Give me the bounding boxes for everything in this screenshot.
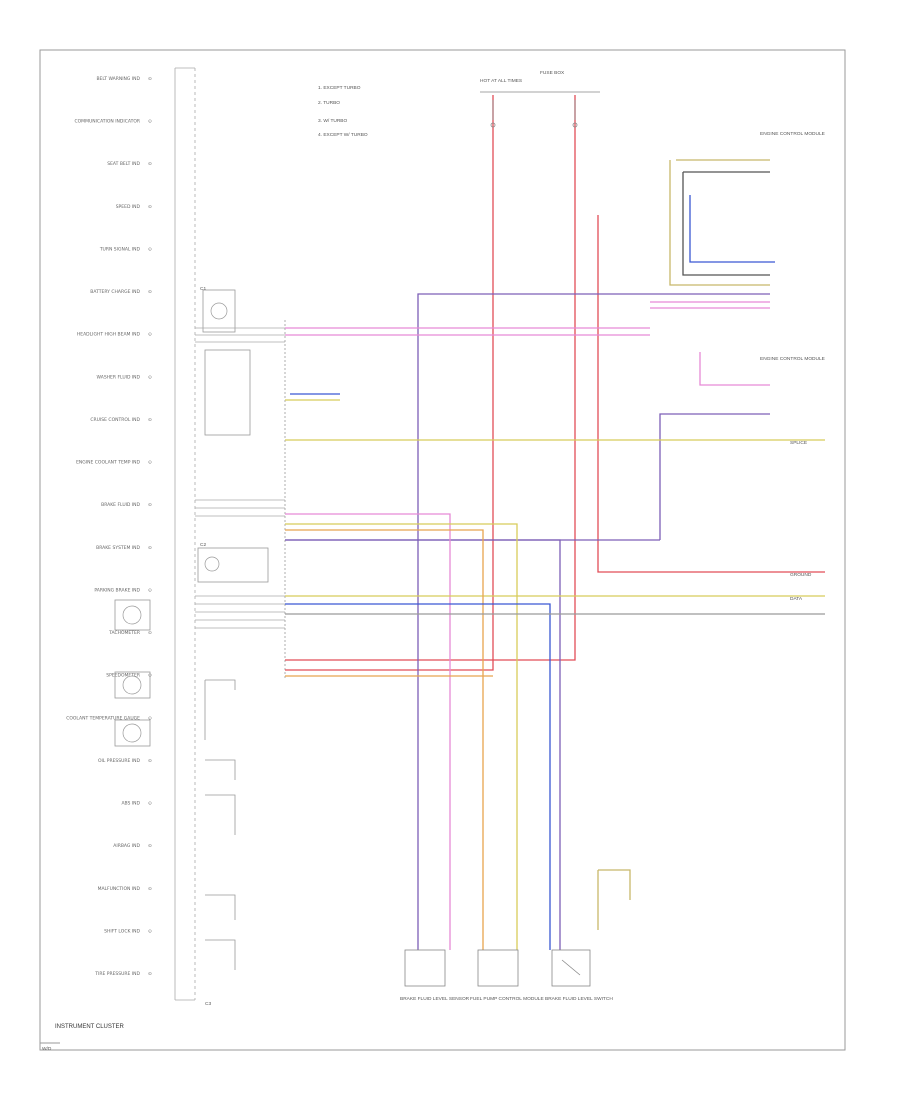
cluster-indicator-label: SEAT BELT IND (107, 161, 140, 167)
indicator-lamp-icon: ⊙ (148, 503, 152, 508)
wire-red-fuse (285, 95, 576, 661)
cluster-indicator-label: BATTERY CHARGE IND (90, 289, 140, 295)
wire-purple-switch (285, 539, 561, 950)
cluster-indicator-label: BRAKE SYSTEM IND (96, 545, 140, 551)
indicator-lamp-icon: ⊙ (148, 120, 152, 125)
ground-label: GROUND (790, 572, 812, 578)
cluster-indicator-label: CRUISE CONTROL IND (90, 417, 140, 423)
wire-purple-right (659, 413, 770, 540)
right-module-label-1: ENGINE CONTROL MODULE (760, 131, 825, 137)
fuse-box-label: FUSE BOX (540, 70, 565, 76)
connector-label-c3: C3 (205, 1001, 211, 1007)
indicator-lamp-icon: ⊙ (148, 546, 152, 551)
brake-fluid-level-switch (551, 949, 591, 987)
odometer-box (202, 289, 236, 333)
indicator-lamp-icon: ⊙ (148, 759, 152, 764)
right-module-label-2: ENGINE CONTROL MODULE (760, 356, 825, 362)
cluster-indicator-label: BELT WARNING IND (96, 76, 140, 82)
instrument-cluster (174, 67, 196, 1001)
warning-lamp-group (204, 679, 236, 970)
wire-yellow-sensor (285, 523, 518, 950)
cluster-indicator-label: TIRE PRESSURE IND (94, 971, 140, 977)
note-2: 2. TURBO (318, 100, 340, 106)
wire-pink-sensor (285, 513, 451, 950)
cluster-indicator-label: WASHER FLUID IND (97, 374, 141, 380)
cluster-indicator-label: AIRBAG IND (113, 843, 140, 849)
hot-fuse-label: HOT AT ALL TIMES (480, 78, 522, 84)
indicator-lamp-icon: ⊙ (148, 887, 152, 892)
note-1: 1. EXCEPT TURBO (318, 85, 361, 91)
indicator-lamp-icon: ⊙ (148, 802, 152, 807)
cluster-indicator-label: SHIFT LOCK IND (104, 928, 140, 934)
splice-label: SPLICE (790, 440, 807, 446)
note-4: 4. EXCEPT W/ TURBO (318, 132, 368, 138)
cluster-indicator-label: SPEEDOMETER (106, 673, 140, 679)
indicator-lamp-icon: ⊙ (148, 418, 152, 423)
wire-red-ground (597, 215, 825, 573)
indicator-lamp-icon: ⊙ (148, 716, 152, 721)
cluster-indicator-label: OIL PRESSURE IND (98, 758, 141, 764)
connector-label-c1: C1 (200, 286, 206, 292)
indicator-lamp-icon: ⊙ (148, 844, 152, 849)
cluster-indicator-label: TURN SIGNAL IND (99, 246, 141, 252)
indicator-lamp-icon: ⊙ (148, 77, 152, 82)
wire-blue (285, 603, 551, 950)
indicator-lamp-icon: ⊙ (148, 461, 152, 466)
cluster-indicator-label: ENGINE COOLANT TEMP IND (76, 460, 140, 466)
indicator-lamp-icon: ⊙ (148, 247, 152, 252)
cluster-indicator-label: COMMUNICATION INDICATOR (75, 119, 141, 125)
indicator-lamp-icon: ⊙ (148, 333, 152, 338)
tachometer-gauge (114, 599, 151, 631)
footer-code: W/D (42, 1046, 52, 1052)
wire-red-main (285, 95, 494, 671)
indicator-lamp-icon: ⊙ (148, 588, 152, 593)
cluster-indicator-label: SPEED IND (116, 204, 141, 210)
temperature-gauge (114, 719, 151, 747)
cluster-indicator-label: HEADLIGHT HIGH BEAM IND (77, 332, 141, 338)
fuse-symbols (480, 91, 600, 128)
wire-harness (285, 95, 825, 950)
diagram-border (39, 49, 846, 1051)
data-label: DATA (790, 596, 803, 602)
indicator-lamp-icon: ⊙ (148, 631, 152, 636)
wire-purple-data (417, 293, 770, 950)
cluster-indicator-label: TACHOMETER (108, 630, 140, 636)
indicator-lamp-icon: ⊙ (148, 205, 152, 210)
component-label-2: FUEL PUMP CONTROL MODULE (470, 996, 544, 1002)
indicator-lamp-icon: ⊙ (148, 929, 152, 934)
speedometer-gauge (114, 671, 151, 699)
cluster-indicator-label: MALFUNCTION IND (98, 886, 141, 892)
indicator-lamp-icon: ⊙ (148, 290, 152, 295)
brake-fluid-level-sensor (404, 949, 446, 987)
note-3: 3. W/ TURBO (318, 118, 347, 124)
indicator-lamp-icon: ⊙ (148, 162, 152, 167)
connector-label-c2: C2 (200, 542, 206, 548)
cluster-indicator-label: COOLANT TEMPERATURE GAUGE (66, 715, 140, 721)
cluster-indicator-label: ABS IND (121, 801, 140, 807)
cluster-indicator-label: PARKING BRAKE IND (94, 587, 140, 593)
footer-title: INSTRUMENT CLUSTER (55, 1024, 125, 1030)
indicator-lamp-icon: ⊙ (148, 375, 152, 380)
component-label-3: BRAKE FLUID LEVEL SWITCH (545, 996, 613, 1002)
wire-orange-sensor (285, 529, 484, 950)
cluster-connector-pins (195, 327, 285, 629)
lcd-box (197, 547, 269, 583)
component-label-1: BRAKE FLUID LEVEL SENSOR (400, 996, 470, 1002)
indicator-lamp-icon: ⊙ (148, 972, 152, 977)
cluster-indicator-list: BELT WARNING IND ⊙ COMMUNICATION INDICATOR… (66, 76, 152, 977)
fuel-pump-control-module (477, 949, 519, 987)
cluster-indicator-label: BRAKE FLUID IND (101, 502, 140, 508)
display-module-box (204, 349, 251, 436)
